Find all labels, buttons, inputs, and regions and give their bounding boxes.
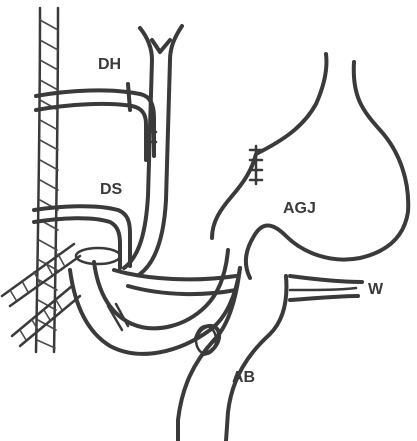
label-w: W bbox=[368, 281, 384, 298]
label-ab: AB bbox=[232, 369, 255, 386]
rope-diagonal bbox=[2, 244, 80, 346]
ds-tube bbox=[34, 206, 130, 268]
label-agj: AGJ bbox=[283, 200, 316, 217]
label-ds: DS bbox=[100, 181, 123, 198]
stomach bbox=[212, 54, 408, 278]
efferent-limb bbox=[290, 276, 362, 300]
label-dh: DH bbox=[98, 56, 121, 73]
